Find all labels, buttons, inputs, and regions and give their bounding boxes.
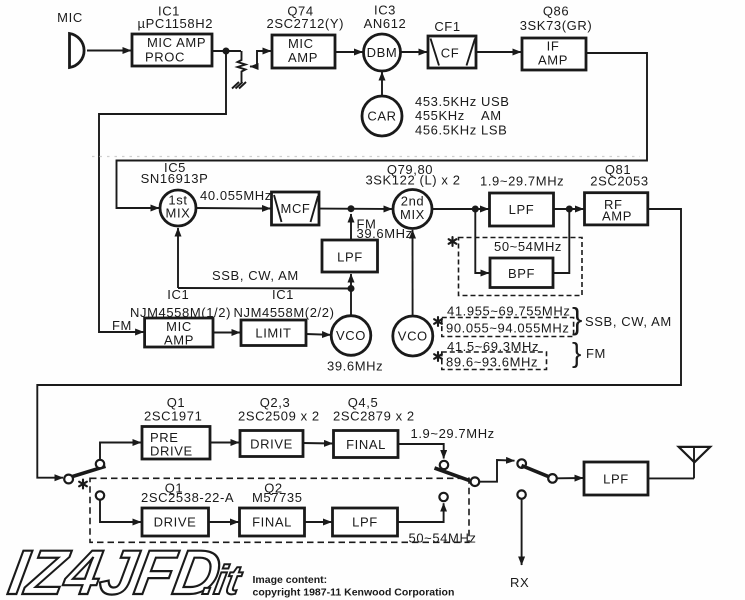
svg-text:1.9~29.7MHz: 1.9~29.7MHz <box>411 426 495 441</box>
svg-text:MIX: MIX <box>400 207 425 222</box>
svg-text:IZ4JFD: IZ4JFD <box>4 538 226 600</box>
svg-text:2SC2538-22-A: 2SC2538-22-A <box>141 490 234 505</box>
svg-text:AMP: AMP <box>164 333 194 348</box>
svg-text:LPF: LPF <box>509 202 535 217</box>
svg-text:89.6~93.6MHz: 89.6~93.6MHz <box>446 355 538 370</box>
svg-text:SSB, CW, AM: SSB, CW, AM <box>212 268 299 283</box>
svg-text:PROC: PROC <box>145 50 185 65</box>
svg-text:3SK73(GR): 3SK73(GR) <box>520 18 593 33</box>
svg-text:VCO: VCO <box>398 329 428 344</box>
svg-text:456.5KHz: 456.5KHz <box>415 123 477 138</box>
svg-text:AMP: AMP <box>538 53 568 68</box>
svg-text:}: } <box>572 337 581 368</box>
svg-text:AMP: AMP <box>288 50 318 65</box>
svg-text:2SC2509 x 2: 2SC2509 x 2 <box>238 409 320 424</box>
svg-text:AM: AM <box>481 108 502 123</box>
svg-text:LPF: LPF <box>603 472 629 487</box>
svg-text:2nd: 2nd <box>401 194 425 209</box>
svg-text:50~54MHz: 50~54MHz <box>494 239 562 254</box>
svg-text:FM: FM <box>586 346 606 361</box>
svg-text:SN16913P: SN16913P <box>141 171 209 186</box>
svg-text:SSB, CW, AM: SSB, CW, AM <box>585 314 672 329</box>
svg-text:39.6MHz: 39.6MHz <box>327 359 383 374</box>
svg-text:2SC2053: 2SC2053 <box>590 174 648 189</box>
svg-text:Q79,80: Q79,80 <box>387 162 433 177</box>
svg-text:2SC2712(Y): 2SC2712(Y) <box>267 16 345 31</box>
svg-text:MIX: MIX <box>166 206 191 221</box>
svg-text:Image content:: Image content: <box>253 574 328 586</box>
svg-text:Q2,3: Q2,3 <box>260 395 291 410</box>
svg-text:CF1: CF1 <box>434 19 460 34</box>
svg-text:MCF: MCF <box>281 201 311 216</box>
svg-text:39.6MHz: 39.6MHz <box>357 226 413 241</box>
svg-text:1st: 1st <box>168 193 187 208</box>
svg-text:LPF: LPF <box>352 515 378 530</box>
svg-text:DBM: DBM <box>367 45 398 60</box>
svg-text:µPC1158H2: µPC1158H2 <box>138 16 214 31</box>
svg-text:RX: RX <box>510 575 529 590</box>
svg-text:FM: FM <box>357 217 377 232</box>
svg-text:LSB: LSB <box>481 123 507 138</box>
svg-text:M57735: M57735 <box>252 490 303 505</box>
svg-text:FINAL: FINAL <box>346 437 386 452</box>
svg-text:LIMIT: LIMIT <box>255 326 291 341</box>
svg-text:455KHz: 455KHz <box>415 108 465 123</box>
svg-text:AMP: AMP <box>602 209 632 224</box>
svg-text:Q2: Q2 <box>264 481 283 496</box>
svg-text:DRIVE: DRIVE <box>150 444 193 459</box>
svg-text:CF: CF <box>441 46 460 61</box>
svg-text:IF: IF <box>547 39 560 54</box>
svg-text:41.955~69.755MHz: 41.955~69.755MHz <box>447 304 570 319</box>
svg-text:Q1: Q1 <box>167 395 186 410</box>
svg-text:IC3: IC3 <box>374 3 396 18</box>
svg-text:41.5~69.3MHz: 41.5~69.3MHz <box>447 339 539 354</box>
svg-text:USB: USB <box>481 94 510 109</box>
svg-text:BPF: BPF <box>508 266 535 281</box>
svg-text:IC5: IC5 <box>164 160 186 175</box>
svg-text:Q81: Q81 <box>605 162 631 177</box>
svg-text:.it: .it <box>200 557 247 600</box>
svg-text:3SK122 (L) x 2: 3SK122 (L) x 2 <box>365 173 460 188</box>
svg-text:CAR: CAR <box>367 109 396 124</box>
svg-text:NJM4558M(2/2): NJM4558M(2/2) <box>234 305 335 320</box>
svg-text:40.055MHz: 40.055MHz <box>200 188 272 203</box>
svg-text:MIC: MIC <box>166 319 192 334</box>
svg-text:Q74: Q74 <box>287 4 313 19</box>
svg-text:RF: RF <box>604 197 623 212</box>
svg-text:LPF: LPF <box>337 250 363 265</box>
svg-text:IC1: IC1 <box>272 287 294 302</box>
svg-text:Q4,5: Q4,5 <box>348 395 379 410</box>
svg-text:VCO: VCO <box>336 328 366 343</box>
svg-text:}: } <box>572 301 582 336</box>
svg-text:1.9~29.7MHz: 1.9~29.7MHz <box>480 174 564 189</box>
svg-text:MIC AMP: MIC AMP <box>147 35 206 50</box>
svg-text:FM: FM <box>112 318 132 333</box>
svg-text:90.055~94.055MHz: 90.055~94.055MHz <box>446 321 569 336</box>
svg-text:DRIVE: DRIVE <box>154 515 197 530</box>
svg-text:PRE: PRE <box>150 430 179 445</box>
svg-text:IC1: IC1 <box>167 287 189 302</box>
svg-text:DRIVE: DRIVE <box>250 437 293 452</box>
svg-text:NJM4558M(1/2): NJM4558M(1/2) <box>130 305 231 320</box>
svg-text:Q1: Q1 <box>165 481 184 496</box>
svg-text:IC1: IC1 <box>158 4 180 19</box>
svg-text:copyright 1987-11 Kenwood Corp: copyright 1987-11 Kenwood Corporation <box>253 587 455 599</box>
svg-text:2SC1971: 2SC1971 <box>144 409 202 424</box>
svg-text:MIC: MIC <box>57 10 83 25</box>
svg-text:MIC: MIC <box>288 36 314 51</box>
svg-text:50~54MHz: 50~54MHz <box>409 531 477 546</box>
svg-text:2SC2879 x 2: 2SC2879 x 2 <box>333 409 415 424</box>
svg-text:AN612: AN612 <box>364 16 407 31</box>
svg-text:453.5KHz: 453.5KHz <box>415 94 477 109</box>
svg-text:Q86: Q86 <box>543 4 569 19</box>
svg-text:FINAL: FINAL <box>252 515 292 530</box>
